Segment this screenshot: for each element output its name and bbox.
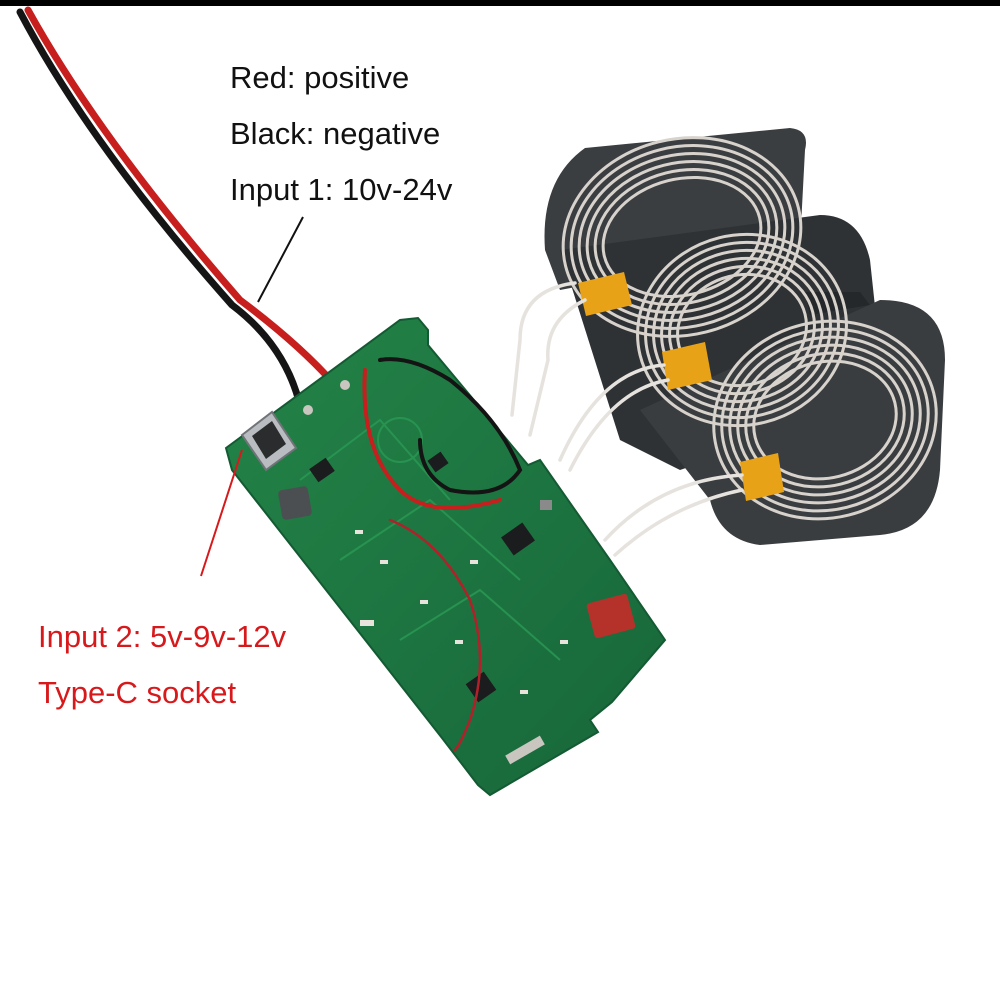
input1-pointer-line xyxy=(257,216,304,303)
capacitor xyxy=(586,593,636,639)
label-red-wire: Red: positive xyxy=(230,60,410,95)
coil-middle xyxy=(636,232,848,428)
inductor xyxy=(278,486,312,520)
typec-socket xyxy=(240,410,298,472)
coil-top xyxy=(561,136,803,338)
dc-input-wire xyxy=(16,6,339,409)
kapton-tape xyxy=(578,272,784,501)
coil-leads xyxy=(510,281,744,557)
top-border xyxy=(0,0,1000,6)
coil-bottom xyxy=(712,319,938,521)
label-black-wire: Black: negative xyxy=(230,116,441,151)
label-input1: Input 1: 10v-24v xyxy=(230,172,453,207)
input2-pointer-line xyxy=(200,449,243,577)
label-input2: Input 2: 5v-9v-12v xyxy=(38,619,287,654)
label-typec: Type-C socket xyxy=(38,675,237,710)
jumper-wires xyxy=(362,357,523,752)
pcb-board xyxy=(224,316,667,797)
